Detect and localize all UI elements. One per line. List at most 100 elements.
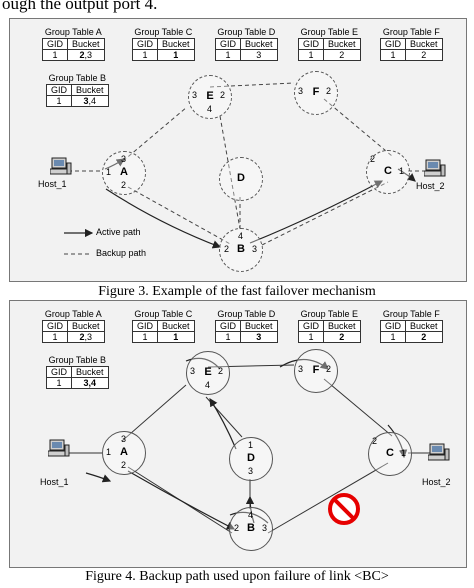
bucket-header: Bucket [67,38,105,50]
bucket-header: Bucket [323,320,361,332]
link-b-c [267,462,389,534]
path-arrow-h1-a [85,472,112,483]
node-label: E [204,366,212,378]
group-table-title: Group Table C [134,27,193,37]
gid-value: 1 [214,331,242,343]
switch-node-a: A 3 1 2 [102,431,146,475]
bucket-value: 2,3 [67,331,105,343]
port-label: 4 [205,380,211,390]
node-label: B [247,522,255,534]
port-label: 2 [121,180,127,190]
gid-value: 1 [131,49,159,61]
group-table-title: Group Table C [134,309,193,319]
bucket-value: 1 [157,49,195,61]
link-b-c [261,181,389,246]
port-label: 2 [326,86,332,96]
bucket-header: Bucket [405,320,443,332]
port-label: 4 [248,510,254,520]
path-arrow-a-b [127,470,236,530]
gid-header: GID [214,320,242,332]
node-label: F [312,86,320,98]
gid-header: GID [379,38,407,50]
bucket-value: 1 [157,331,195,343]
node-label: D [237,172,245,184]
port-label: 3 [298,86,304,96]
link-e-d [205,396,243,438]
node-label: C [384,165,392,177]
gid-header: GID [214,38,242,50]
port-label: 1 [106,167,112,177]
gid-value: 1 [297,49,325,61]
bucket-header: Bucket [157,38,195,50]
bucket-value: 3 [240,331,278,343]
node-label: A [120,166,128,178]
bucket-header: Bucket [405,38,443,50]
port-label: 2 [234,523,240,533]
link-a-e [121,384,187,442]
group-table-title: Group Table B [48,355,106,365]
group-table-title: Group Table E [300,27,358,37]
switch-node-e: E 3 2 4 [188,75,232,119]
link-failure-icon [328,493,360,525]
host-2-label: Host_2 [416,181,445,191]
switch-node-c: C 2 1 [366,150,410,194]
node-label: D [247,452,255,464]
switch-node-c: C 2 1 [368,432,412,476]
switch-node-b: B 4 2 3 [219,228,263,272]
node-label: C [386,447,394,459]
host-1-label: Host_1 [38,179,67,189]
bucket-value: 2 [323,331,361,343]
gid-header: GID [41,320,69,332]
switch-node-b: B 4 2 3 [229,507,273,551]
bucket-value: 2 [323,49,361,61]
intro-text: ough the output port 4. [2,0,158,13]
bucket-value: 3,4 [71,377,109,389]
gid-header: GID [131,38,159,50]
gid-header: GID [297,38,325,50]
computer-icon [48,439,70,457]
link-f-c [323,378,393,437]
node-label: B [237,243,245,255]
group-table-title: Group Table E [300,309,358,319]
bucket-value: 2 [405,49,443,61]
bucket-header: Bucket [157,320,195,332]
computer-icon [50,157,72,175]
port-label: 3 [298,364,304,374]
switch-node-a: A 3 1 2 [102,151,146,195]
bucket-header: Bucket [71,366,109,378]
port-label: 3 [121,154,127,164]
switch-node-f: F 3 2 [294,349,338,393]
gid-value: 1 [379,49,407,61]
port-label: 3 [248,466,254,476]
gid-value: 1 [45,377,73,389]
host-1-label: Host_1 [40,477,69,487]
port-label: 2 [218,366,224,376]
gid-header: GID [45,366,73,378]
port-label: 2 [372,436,378,446]
gid-header: GID [297,320,325,332]
group-table-title: Group Table F [382,309,440,319]
gid-header: GID [41,38,69,50]
group-table-title: Group Table F [382,27,440,37]
port-label: 3 [121,434,127,444]
group-table-title: Group Table A [44,27,102,37]
node-label: F [312,364,320,376]
port-label: 1 [106,447,112,457]
port-label: 2 [121,460,127,470]
gid-value: 1 [41,49,69,61]
port-label: 3 [190,366,196,376]
figure-3-caption: Figure 3. Example of the fast failover m… [98,284,376,299]
group-table-title: Group Table B [48,73,106,83]
port-label: 3 [252,244,258,254]
figure-4-caption: Figure 4. Backup path used upon failure … [85,569,389,584]
gid-value: 1 [379,331,407,343]
